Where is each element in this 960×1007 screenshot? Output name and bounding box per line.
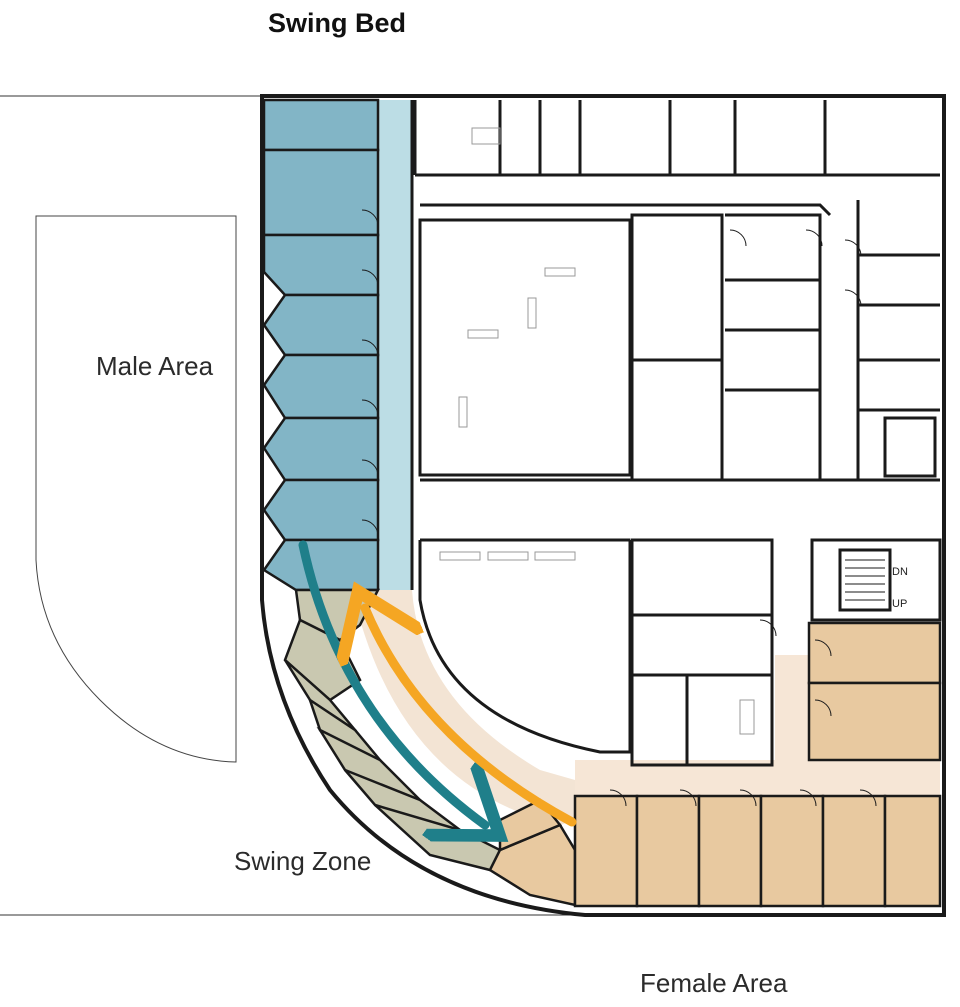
interior-walls xyxy=(410,100,942,767)
orange-swing-arrow xyxy=(365,608,577,827)
male-area-outline xyxy=(35,215,237,763)
female-area-label: Female Area xyxy=(640,968,788,998)
male-corridor xyxy=(378,100,412,590)
stairs xyxy=(845,559,885,601)
teal-swing-arrow xyxy=(298,540,485,825)
stair-up-label: UP xyxy=(892,598,907,610)
female-rooms xyxy=(488,621,942,908)
female-corridor-side xyxy=(775,655,809,765)
swing-rooms xyxy=(283,588,502,872)
stair-down-label: DN xyxy=(892,566,908,578)
swing-zone-label: Swing Zone xyxy=(234,846,372,876)
male-rooms xyxy=(262,98,380,592)
furniture-marks xyxy=(439,127,755,735)
site-lines xyxy=(0,95,585,916)
male-area-label: Male Area xyxy=(96,351,214,381)
page-title: Swing Bed xyxy=(268,8,407,38)
door-swings xyxy=(361,209,877,807)
